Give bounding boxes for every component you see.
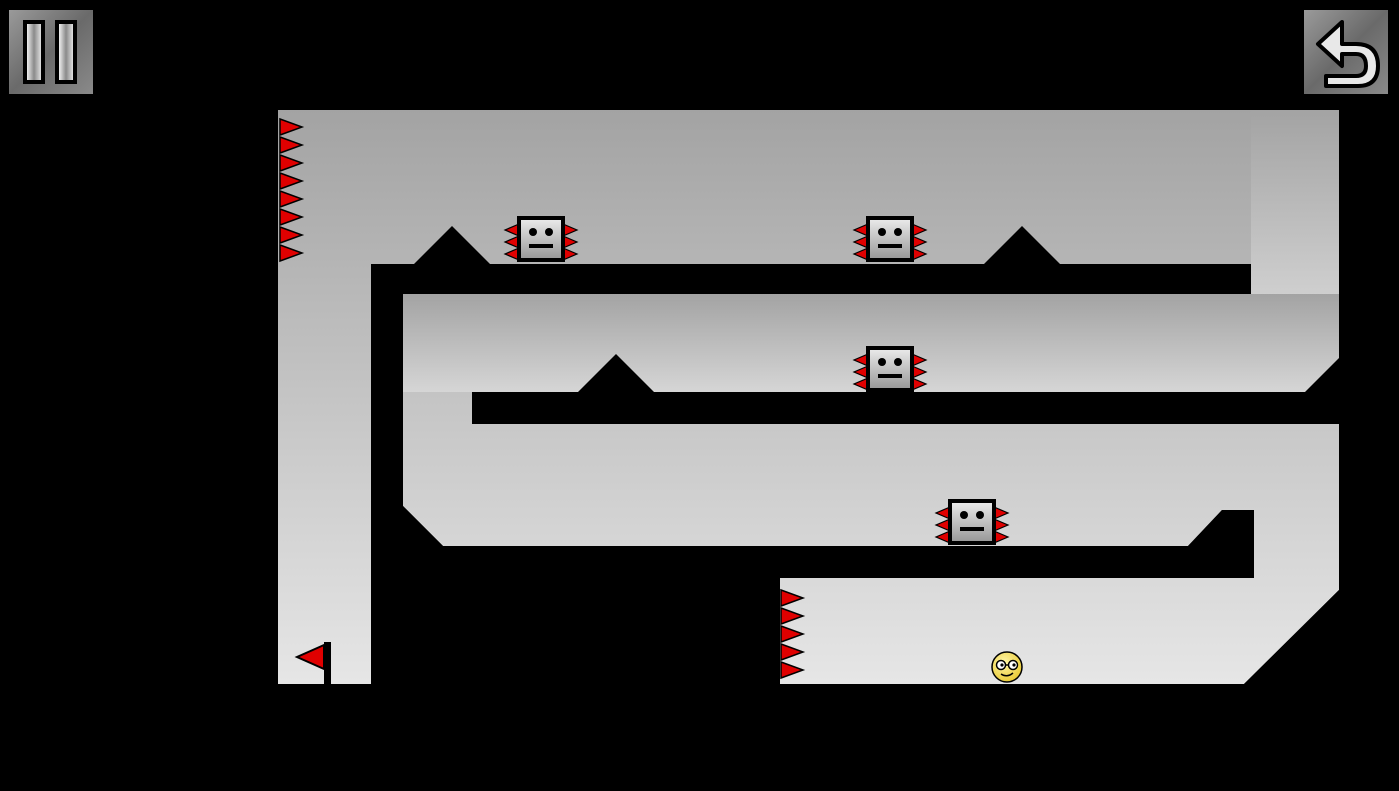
pause-button[interactable] — [9, 10, 93, 94]
walls — [0, 226, 1399, 787]
goal-flag — [294, 642, 331, 684]
player-smiley — [991, 651, 1023, 683]
undo-arrow-icon — [1304, 10, 1388, 94]
restart-button[interactable] — [1304, 10, 1388, 94]
pause-icon — [9, 10, 93, 94]
